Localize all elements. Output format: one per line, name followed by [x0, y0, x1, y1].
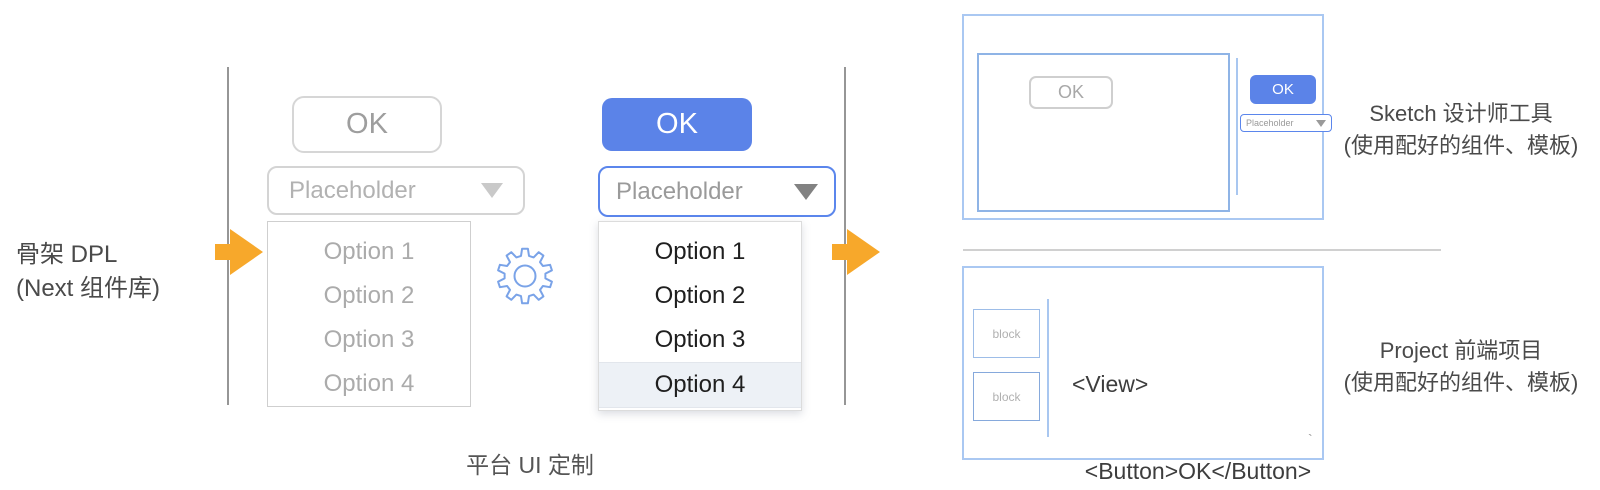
- project-label: Project 前端项目 (使用配好的组件、模板): [1322, 335, 1600, 399]
- caption: 平台 UI 定制: [466, 452, 594, 478]
- source-label-line2: (Next 组件库): [16, 275, 160, 302]
- base-ok-button[interactable]: OK: [292, 96, 442, 153]
- chevron-down-icon: [794, 183, 818, 200]
- code-snippet: <View> <Button>OK</Button> <Select /> </…: [1072, 312, 1311, 490]
- project-frame: block block <View> <Button>OK</Button> <…: [962, 266, 1324, 484]
- chevron-down-icon: [481, 183, 503, 198]
- source-label-line1: 骨架 DPL: [16, 241, 118, 268]
- block-box: block: [973, 309, 1040, 358]
- base-ok-label: OK: [346, 108, 388, 140]
- base-options-list: Option 1 Option 2 Option 3 Option 4: [267, 221, 471, 407]
- chevron-down-icon: [1316, 119, 1326, 127]
- right-section-divider: [963, 249, 1441, 251]
- right-divider-line: [844, 67, 846, 405]
- option-item[interactable]: Option 1: [654, 238, 746, 265]
- option-item[interactable]: Option 3: [323, 326, 415, 353]
- sketch-label-line2: (使用配好的组件、模板): [1343, 133, 1579, 158]
- option-item[interactable]: Option 3: [654, 326, 746, 353]
- project-label-line2: (使用配好的组件、模板): [1343, 370, 1579, 395]
- palette-divider: [1236, 58, 1238, 195]
- sketch-tool-label: Sketch 设计师工具 (使用配好的组件、模板): [1322, 98, 1600, 162]
- option-item[interactable]: Option 1: [323, 238, 415, 265]
- code-line: <Button>OK</Button>: [1072, 458, 1312, 484]
- themed-select[interactable]: Placeholder: [598, 166, 836, 217]
- option-item[interactable]: Option 2: [323, 282, 415, 309]
- source-label: 骨架 DPL (Next 组件库): [16, 238, 226, 306]
- option-item[interactable]: Option 4: [323, 370, 415, 397]
- gear-icon: [497, 247, 553, 305]
- themed-options-list: Option 1 Option 2 Option 3 Option 4: [598, 221, 802, 411]
- palette-ok-button[interactable]: OK: [1250, 75, 1316, 104]
- code-line: <View>: [1072, 371, 1149, 397]
- project-label-line1: Project 前端项目: [1379, 338, 1543, 363]
- themed-select-placeholder: Placeholder: [616, 177, 743, 205]
- palette-select[interactable]: Placeholder: [1240, 114, 1332, 132]
- base-select-placeholder: Placeholder: [289, 176, 416, 204]
- sketch-tool-frame: OK OK Placeholder: [962, 14, 1332, 220]
- arrow-right-icon: [832, 229, 880, 275]
- sketch-artboard: OK: [977, 53, 1230, 212]
- sketch-label-line1: Sketch 设计师工具: [1369, 101, 1553, 126]
- block-box: block: [973, 372, 1040, 421]
- left-divider-line: [227, 67, 229, 405]
- code-divider: [1047, 299, 1049, 437]
- option-item[interactable]: Option 2: [654, 282, 746, 309]
- themed-ok-button[interactable]: OK: [602, 98, 752, 151]
- base-select[interactable]: Placeholder: [267, 166, 525, 215]
- stray-mark: `: [1308, 431, 1313, 447]
- artboard-ok-button[interactable]: OK: [1029, 76, 1113, 109]
- option-item-selected[interactable]: Option 4: [599, 362, 801, 408]
- themed-ok-label: OK: [656, 108, 698, 140]
- arrow-right-icon: [215, 229, 263, 275]
